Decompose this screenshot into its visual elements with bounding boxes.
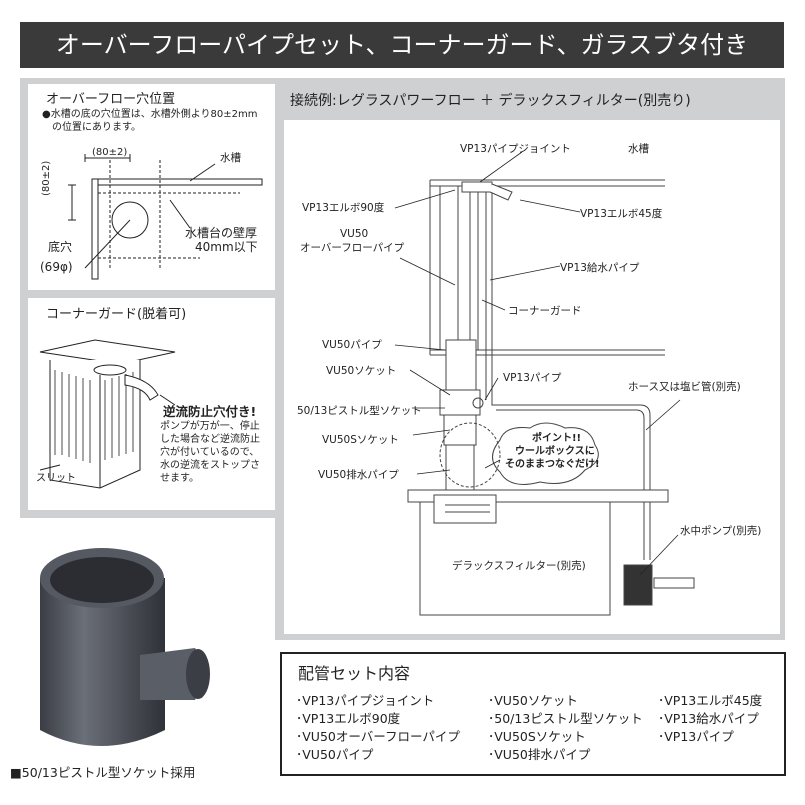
slit-label: スリット xyxy=(36,473,76,484)
parts-item: ･VU50排水パイプ xyxy=(488,747,591,762)
photo-caption: ■50/13ピストル型ソケット採用 xyxy=(10,765,196,780)
parts-title: 配管セット内容 xyxy=(298,664,411,683)
wall-label-1: 水槽台の壁厚 xyxy=(185,226,258,240)
label-vu50-overflow-2: オーバーフローパイプ xyxy=(300,242,405,254)
point-2: ウールボックスに xyxy=(515,446,595,457)
parts-item: ･VU50オーバーフローパイプ xyxy=(296,729,460,744)
label-piston-socket: 50/13ピストル型ソケット xyxy=(297,405,422,417)
parts-item: ･VU50ソケット xyxy=(488,693,578,708)
wall-label-2: 40mm以下 xyxy=(195,240,258,254)
parts-item: ･VP13エルボ45度 xyxy=(658,693,763,708)
label-vu50-drain: VU50排水パイプ xyxy=(318,469,399,481)
overflow-hole-note-2: の位置にあります。 xyxy=(52,122,141,133)
bottom-hole-label: 底穴 xyxy=(48,240,73,254)
connection-title: 接続例:レグラスパワーフロー ＋ デラックスフィルター(別売り) xyxy=(290,93,691,109)
overflow-hole-card xyxy=(28,84,275,290)
parts-item: ･VU50パイプ xyxy=(296,747,374,762)
parts-item: ･50/13ピストル型ソケット xyxy=(488,711,643,726)
backflow-feature: 逆流防止穴付き! xyxy=(163,404,257,419)
label-vu50s-socket: VU50Sソケット xyxy=(322,434,399,446)
label-pump: 水中ポンプ(別売) xyxy=(680,525,762,537)
hole-size-label: (69φ) xyxy=(40,260,73,274)
corner-guard-desc-4: 水の逆流をストップさ xyxy=(160,460,260,471)
corner-guard-desc-3: 穴が付いているので、 xyxy=(160,447,260,458)
corner-guard-desc-1: ポンプが万が一、停止 xyxy=(160,421,260,432)
parts-item: ･VU50Sソケット xyxy=(488,729,586,744)
dim-vertical: (80±2) xyxy=(41,160,52,196)
parts-item: ･VP13給水パイプ xyxy=(658,711,759,726)
label-vu50-pipe: VU50パイプ xyxy=(322,339,382,351)
point-1: ポイント!! xyxy=(532,433,582,444)
label-vp13-elbow90: VP13エルボ90度 xyxy=(302,202,385,214)
label-corner-guard: コーナーガード xyxy=(508,305,582,317)
label-filter: デラックスフィルター(別売) xyxy=(452,560,586,572)
label-vp13-supply: VP13給水パイプ xyxy=(560,262,640,274)
dim-horizontal: (80±2) xyxy=(92,147,128,158)
label-vu50-overflow-1: VU50 xyxy=(340,228,369,240)
label-hose: ホース又は塩ビ管(別売) xyxy=(628,381,741,393)
label-vp13-pipe: VP13パイプ xyxy=(503,372,562,384)
corner-guard-desc-2: した場合など逆流防止 xyxy=(160,434,260,445)
overflow-hole-title: オーバーフロー穴位置 xyxy=(46,92,176,107)
parts-box xyxy=(280,652,786,776)
tank-label-1: 水槽 xyxy=(220,152,241,164)
page-title: オーバーフローパイプセット、コーナーガード、ガラスブタ付き xyxy=(20,22,784,68)
corner-guard-desc-5: せます。 xyxy=(160,473,199,484)
point-3: そのままつなぐだけ! xyxy=(505,459,600,470)
parts-item: ･VP13パイプ xyxy=(658,729,734,744)
label-tank: 水槽 xyxy=(628,143,649,155)
parts-item: ･VP13エルボ90度 xyxy=(296,711,401,726)
parts-item: ･VP13パイプジョイント xyxy=(296,693,435,708)
label-vp13-pipe-joint: VP13パイプジョイント xyxy=(460,143,571,155)
label-vu50-socket: VU50ソケット xyxy=(326,365,397,377)
label-vp13-elbow45: VP13エルボ45度 xyxy=(580,208,663,220)
corner-guard-title: コーナーガード(脱着可) xyxy=(46,307,187,322)
overflow-hole-note-1: ●水槽の底の穴位置は、水槽外側より80±2mm xyxy=(42,109,258,120)
